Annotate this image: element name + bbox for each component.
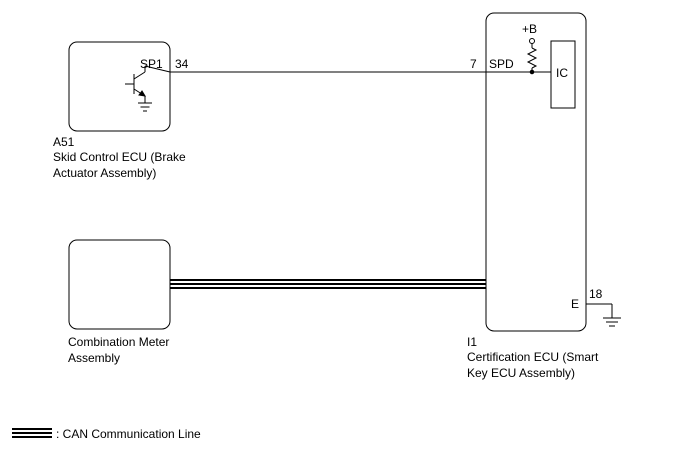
certification-spd-pin: 7	[470, 57, 477, 71]
supply-label: +B	[522, 22, 537, 36]
certification-name-line1: Certification ECU (Smart	[467, 350, 599, 364]
certification-name-line2: Key ECU Assembly)	[467, 366, 575, 380]
skid-control-code: A51	[53, 135, 75, 149]
certification-ecu-box[interactable]	[485, 12, 587, 332]
legend-can-label: : CAN Communication Line	[56, 427, 201, 441]
can-bus-wire[interactable]	[170, 279, 486, 289]
skid-control-name-line2: Actuator Assembly)	[53, 166, 156, 180]
ground-terminal-pin: 18	[589, 287, 603, 301]
ic-label: IC	[556, 66, 568, 80]
npn-transistor-icon	[125, 66, 146, 103]
resistor-icon	[526, 47, 538, 69]
transistor-collector-lead	[144, 65, 171, 73]
legend-can-line-icon	[12, 428, 52, 438]
skid-control-name-line1: Skid Control ECU (Brake	[53, 150, 186, 164]
supply-terminal-icon	[529, 38, 535, 44]
ground-terminal-name: E	[571, 297, 579, 311]
ic-box[interactable]	[550, 40, 576, 109]
certification-code: I1	[467, 335, 477, 349]
ecu-ground-icon	[586, 303, 621, 327]
combination-meter-name-line1: Combination Meter	[68, 335, 169, 349]
transistor-ground-icon	[138, 102, 152, 112]
combination-meter-box[interactable]	[68, 239, 171, 330]
certification-spd-name: SPD	[489, 57, 514, 71]
skid-control-ecu-box[interactable]	[68, 41, 171, 132]
combination-meter-name-line2: Assembly	[68, 351, 120, 365]
skid-control-terminal-pin: 34	[175, 57, 189, 71]
skid-control-terminal-name: SP1	[140, 57, 163, 71]
